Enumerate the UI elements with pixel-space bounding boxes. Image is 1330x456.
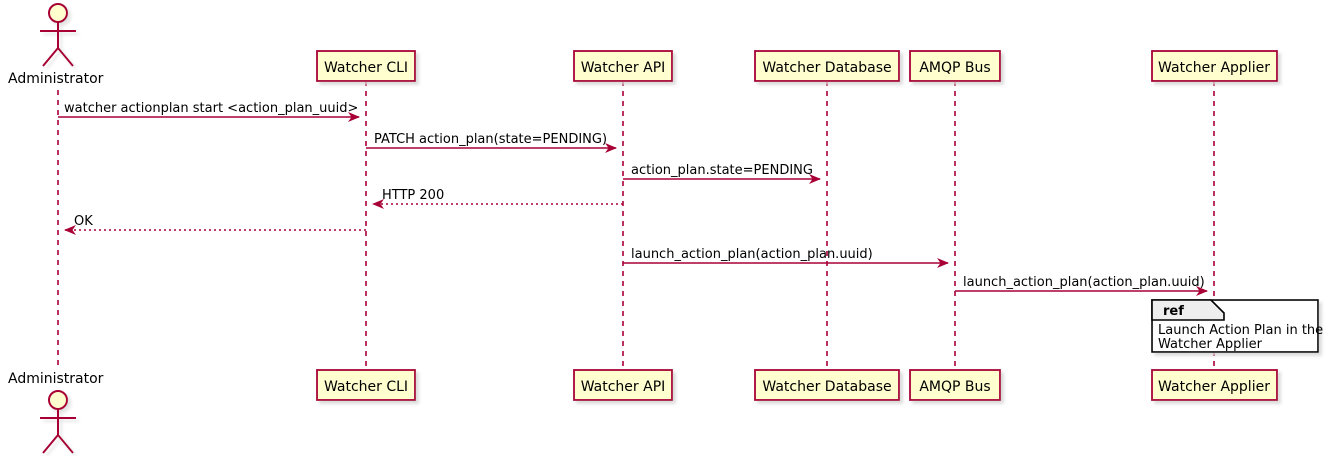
participant-box [316, 369, 416, 401]
message-patch-action-plan: PATCH action_plan(state=PENDING) [366, 132, 617, 153]
message-ok: OK [64, 214, 366, 235]
actor-label-administrator-bottom: Administrator [8, 371, 104, 387]
message-launch-action-plan-to-applier: launch_action_plan(action_plan.uuid) [955, 275, 1208, 296]
participant-label: Watcher CLI [324, 60, 408, 76]
message-label: launch_action_plan(action_plan.uuid) [963, 275, 1205, 290]
participant-label: Watcher Database [762, 60, 891, 76]
participant-watcher-database-bottom[interactable]: Watcher Database [754, 369, 900, 401]
participant-label: Watcher Database [762, 379, 891, 395]
actor-head-icon [48, 3, 68, 23]
participant-watcher-applier-bottom[interactable]: Watcher Applier [1151, 369, 1278, 401]
participant-watcher-api-bottom[interactable]: Watcher API [573, 369, 673, 401]
ref-tag-label: ref [1163, 304, 1184, 319]
message-launch-action-plan-to-bus: launch_action_plan(action_plan.uuid) [623, 247, 949, 268]
ref-body-line-2: Watcher Applier [1158, 337, 1263, 352]
message-label: HTTP 200 [382, 188, 444, 203]
participant-label: Watcher CLI [324, 379, 408, 395]
participant-watcher-cli-top[interactable]: Watcher CLI [316, 50, 416, 82]
participant-label: Watcher Applier [1158, 60, 1270, 76]
actor-right-leg-line [57, 47, 74, 67]
lifelines-group [57, 81, 1215, 370]
message-label: watcher actionplan start <action_plan_uu… [64, 101, 358, 116]
actor-right-leg-line [57, 434, 74, 454]
participant-amqp-bus-top[interactable]: AMQP Bus [909, 50, 1001, 82]
ref-fragment-launch-action-plan[interactable]: ref Launch Action Plan in the Watcher Ap… [1151, 299, 1323, 353]
participant-box [754, 50, 900, 82]
participant-watcher-cli-bottom[interactable]: Watcher CLI [316, 369, 416, 401]
participant-box [316, 50, 416, 82]
message-label: action_plan.state=PENDING [631, 163, 813, 178]
participant-amqp-bus-bottom[interactable]: AMQP Bus [909, 369, 1001, 401]
actor-left-leg-line [42, 434, 59, 454]
actor-administrator-top[interactable] [40, 3, 76, 67]
participant-label: Watcher API [581, 379, 666, 395]
participant-box [1151, 50, 1278, 82]
actor-label-administrator-top: Administrator [8, 71, 104, 87]
message-label: PATCH action_plan(state=PENDING) [374, 132, 607, 147]
participant-label: AMQP Bus [919, 60, 990, 76]
participant-box [573, 369, 673, 401]
participant-label: AMQP Bus [919, 379, 990, 395]
participant-watcher-database-top[interactable]: Watcher Database [754, 50, 900, 82]
participant-box [909, 369, 1001, 401]
participant-watcher-api-top[interactable]: Watcher API [573, 50, 673, 82]
participant-box [1151, 369, 1278, 401]
message-http-200: HTTP 200 [372, 188, 623, 209]
message-label: launch_action_plan(action_plan.uuid) [631, 247, 873, 262]
actor-head-icon [48, 390, 68, 410]
ref-body-line-1: Launch Action Plan in the [1158, 323, 1323, 338]
participant-box [573, 50, 673, 82]
participant-label: Watcher API [581, 60, 666, 76]
ref-tag-shape [1151, 299, 1225, 321]
participant-watcher-applier-top[interactable]: Watcher Applier [1151, 50, 1278, 82]
actor-left-leg-line [42, 47, 59, 67]
participant-box [909, 50, 1001, 82]
message-watcher-actionplan-start: watcher actionplan start <action_plan_uu… [58, 101, 360, 122]
participant-box [754, 369, 900, 401]
message-label: OK [74, 214, 93, 229]
message-action-plan-state-pending: action_plan.state=PENDING [623, 163, 821, 184]
participant-label: Watcher Applier [1158, 379, 1270, 395]
actor-administrator-bottom[interactable] [40, 390, 76, 454]
